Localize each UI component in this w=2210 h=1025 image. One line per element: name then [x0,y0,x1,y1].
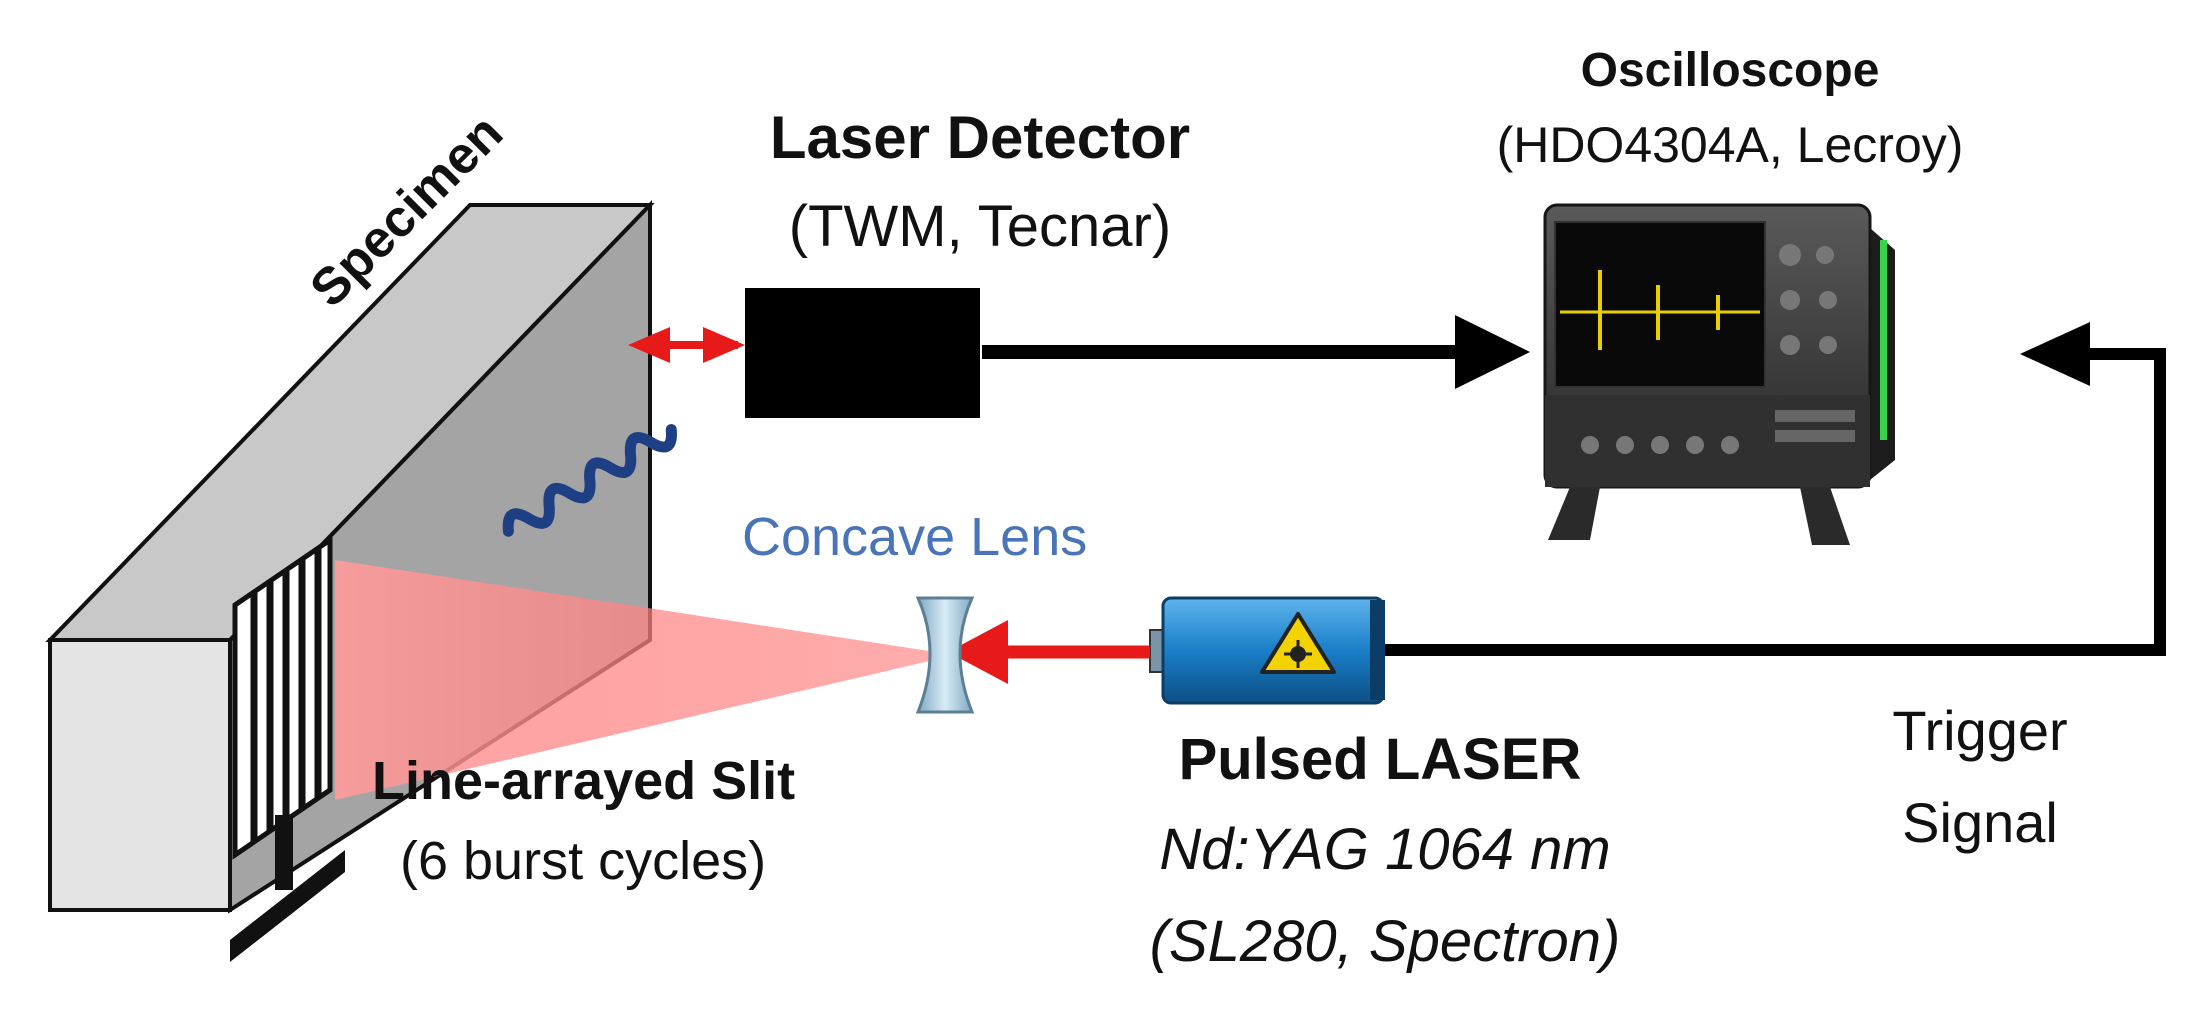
concave-lens-label: Concave Lens [742,507,1088,567]
trigger-signal-line1: Trigger [1892,699,2068,762]
laser-detector-model: (TWM, Tecnar) [788,194,1172,259]
trigger-signal-line2: Signal [1902,791,2058,854]
expanded-laser-beam [335,560,955,800]
slit-detail: (6 burst cycles) [400,831,767,891]
signal-arrow-icon [982,315,1530,389]
pulsed-laser-type: Nd:YAG 1064 nm [1159,817,1611,882]
oscilloscope-device [1543,203,1895,545]
trigger-signal-path [1385,322,2166,656]
concave-lens-icon [915,596,975,714]
oscilloscope-model: (HDO4304A, Lecroy) [1496,117,1964,173]
oscilloscope-title: Oscilloscope [1580,44,1880,97]
slit-title: Line-arrayed Slit [372,751,796,811]
pulsed-laser-title: Pulsed LASER [1178,727,1582,792]
pulsed-laser-unit [1149,596,1385,705]
detection-double-arrow-icon [628,327,745,363]
trigger-arrow-icon [2020,322,2090,386]
line-arrayed-slit [230,535,345,962]
ultrasound-wave-icon [502,424,677,537]
pulsed-beam-arrow-icon [948,620,1150,684]
laser-detector-box [745,288,980,418]
specimen-block [45,200,677,914]
pulsed-laser-model: (SL280, Spectron) [1149,909,1621,974]
specimen-side-face [48,638,232,912]
laser-detector-title: Laser Detector [769,104,1191,171]
